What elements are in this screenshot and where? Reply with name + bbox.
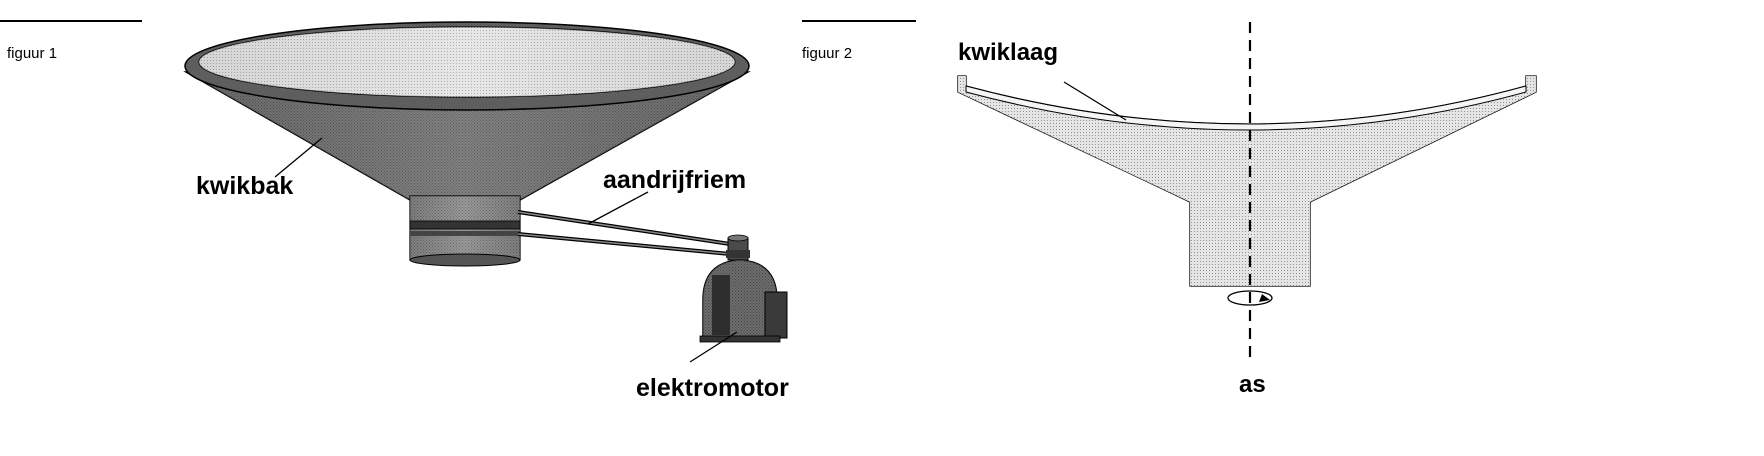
figure2-caption: figuur 2 bbox=[802, 45, 853, 62]
tank-leader bbox=[274, 137, 323, 178]
motor-leader bbox=[689, 331, 738, 363]
figure2-illustration: kwiklaag as bbox=[957, 22, 1537, 398]
label-layer: kwiklaag bbox=[958, 39, 1058, 66]
label-belt: aandrijfriem bbox=[603, 166, 746, 194]
rotation-arrow bbox=[1227, 290, 1273, 306]
shaft-belt-band bbox=[409, 220, 521, 230]
mercury-layer bbox=[965, 85, 1527, 131]
label-axis: as bbox=[1239, 371, 1266, 398]
layer-leader bbox=[1063, 81, 1127, 121]
figure1-rule bbox=[0, 20, 142, 22]
figure2-rule bbox=[802, 20, 916, 22]
label-motor: elektromotor bbox=[636, 374, 789, 402]
figure1-caption: figuur 1 bbox=[7, 45, 58, 62]
figure1-illustration: kwikbak aandrijfriem elektromotor bbox=[183, 21, 789, 402]
belt-leader bbox=[587, 191, 649, 225]
label-tank: kwikbak bbox=[196, 172, 293, 200]
rotation-arrow-head bbox=[1259, 294, 1270, 302]
